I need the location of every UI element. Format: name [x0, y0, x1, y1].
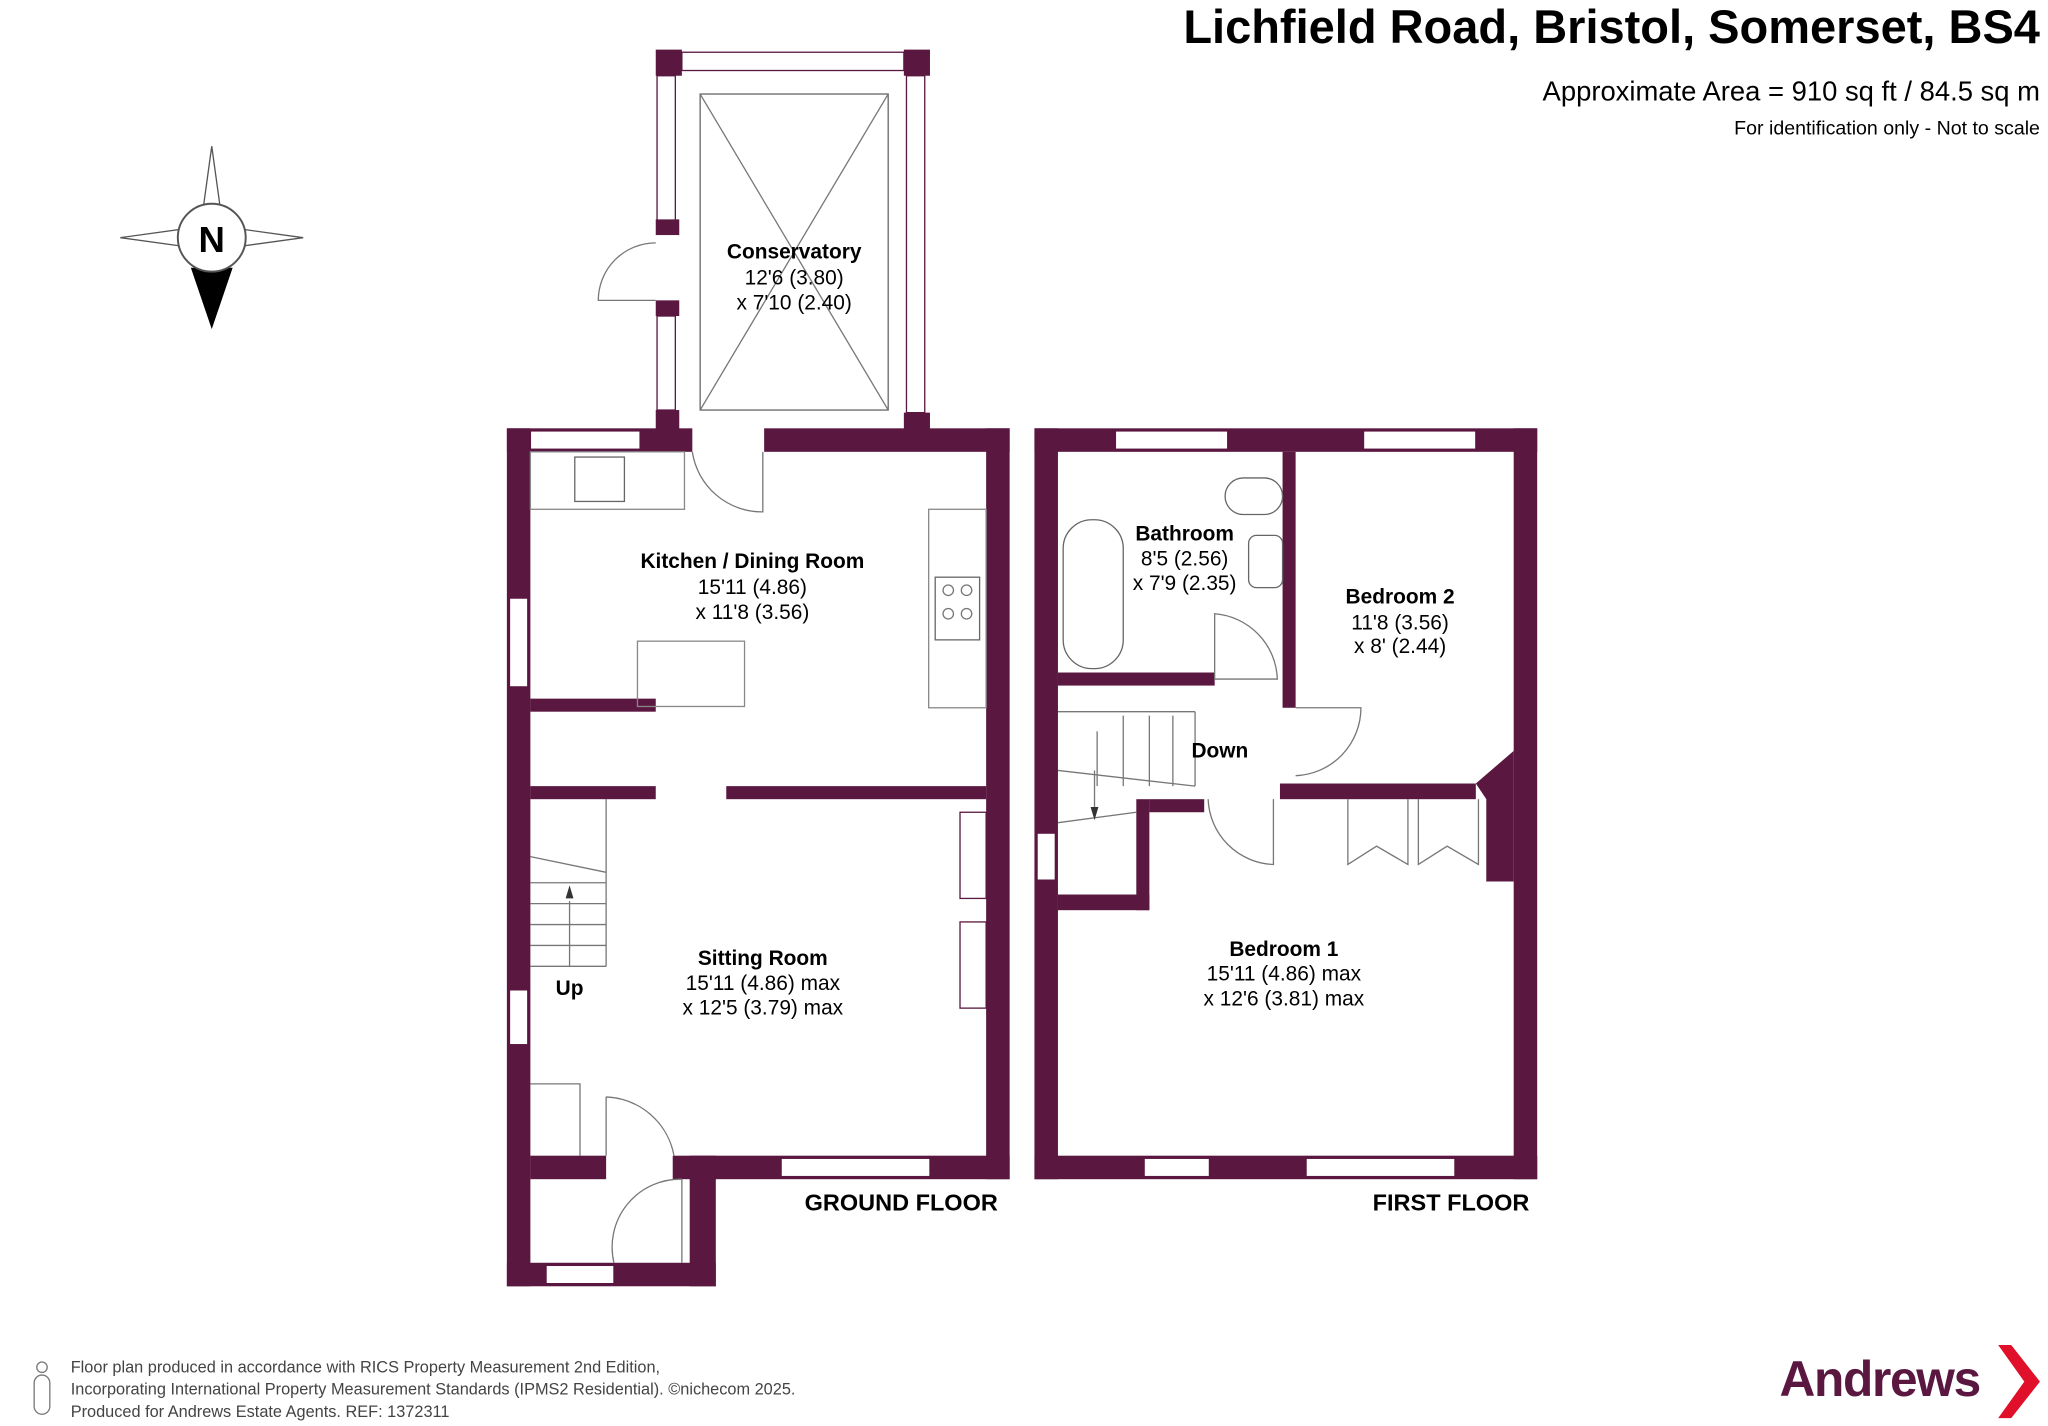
chevron-right-icon	[1998, 1345, 2040, 1419]
room-sitting-room: Sitting Room 15'11 (4.86) max x 12'5 (3.…	[683, 947, 844, 1020]
room-dimension: 11'8 (3.56)	[1351, 611, 1449, 634]
first-floor-label: FIRST FLOOR	[1373, 1190, 1530, 1216]
room-dimension: x 12'6 (3.81) max	[1204, 988, 1365, 1011]
room-bedroom-2: Bedroom 2 11'8 (3.56) x 8' (2.44)	[1346, 585, 1455, 658]
room-name: Bathroom	[1135, 523, 1234, 546]
room-dimension: x 7'10 (2.40)	[736, 291, 851, 314]
room-dimension: 15'11 (4.86) max	[686, 972, 841, 995]
andrews-logo: Andrews	[1780, 1345, 2040, 1419]
ground-floor-walls	[506, 428, 1010, 1287]
room-dimension: x 12'5 (3.79) max	[683, 997, 844, 1020]
room-dimension: x 8' (2.44)	[1354, 635, 1446, 658]
room-dimension: 15'11 (4.86)	[698, 576, 807, 599]
room-dimension: 15'11 (4.86) max	[1207, 963, 1362, 986]
ground-floor-label: GROUND FLOOR	[805, 1190, 998, 1216]
footer-line-2: Incorporating International Property Mea…	[71, 1381, 796, 1399]
conservatory-structure	[597, 49, 930, 431]
room-name: Kitchen / Dining Room	[640, 550, 864, 573]
room-conservatory: Conservatory 12'6 (3.80) x 7'10 (2.40)	[727, 241, 862, 315]
compass-north-label: N	[199, 219, 225, 260]
ipms-person-icon	[33, 1361, 51, 1415]
room-bedroom-1: Bedroom 1 15'11 (4.86) max x 12'6 (3.81)…	[1204, 938, 1365, 1011]
footer-line-1: Floor plan produced in accordance with R…	[71, 1358, 660, 1376]
room-dimension: x 11'8 (3.56)	[695, 601, 809, 624]
room-dimension: x 7'9 (2.35)	[1133, 572, 1237, 595]
first-floor-walls	[1034, 428, 1538, 1180]
brand-name: Andrews	[1780, 1351, 1980, 1407]
stairs-down-label: Down	[1191, 739, 1248, 762]
room-kitchen-dining: Kitchen / Dining Room 15'11 (4.86) x 11'…	[640, 550, 864, 624]
room-name: Bedroom 2	[1346, 585, 1455, 608]
approximate-area: Approximate Area = 910 sq ft / 84.5 sq m	[1543, 76, 2040, 107]
room-dimension: 8'5 (2.56)	[1141, 547, 1229, 570]
room-name: Conservatory	[727, 241, 862, 264]
room-bathroom: Bathroom 8'5 (2.56) x 7'9 (2.35)	[1133, 523, 1237, 596]
room-name: Sitting Room	[698, 947, 828, 970]
property-title: Lichfield Road, Bristol, Somerset, BS4	[1183, 0, 2040, 53]
room-name: Bedroom 1	[1229, 938, 1338, 961]
scale-note: For identification only - Not to scale	[1734, 118, 2040, 140]
compass-icon: N	[120, 146, 304, 330]
room-dimension: 12'6 (3.80)	[745, 267, 844, 290]
footer-line-3: Produced for Andrews Estate Agents. REF:…	[71, 1403, 450, 1421]
stairs-up-label: Up	[556, 977, 584, 1000]
